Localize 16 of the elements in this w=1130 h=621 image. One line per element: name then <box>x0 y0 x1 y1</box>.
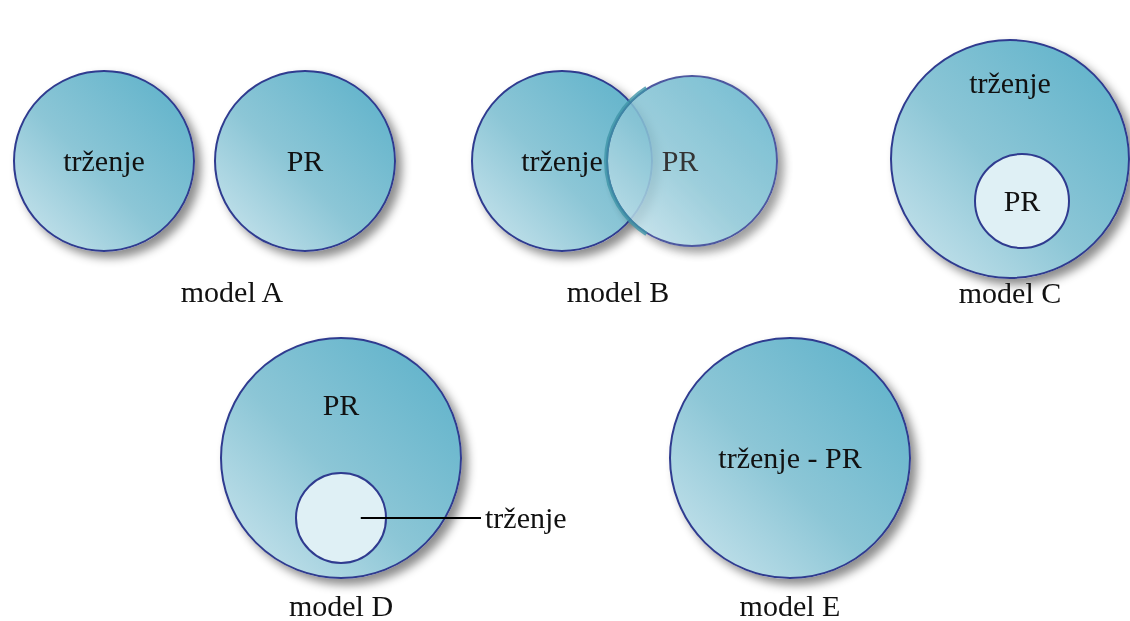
callout-text: trženje <box>485 503 567 533</box>
circle <box>606 75 778 247</box>
model-caption: model D <box>288 591 394 621</box>
model-caption: model E <box>739 591 841 621</box>
circle-label: PR <box>322 390 360 420</box>
circle-label: trženje <box>63 146 145 176</box>
circle-label: PR <box>1003 186 1041 216</box>
circle-label: PR <box>286 146 324 176</box>
circle-label: trženje <box>969 68 1051 98</box>
model-caption: model B <box>566 277 670 307</box>
model-caption: model C <box>958 278 1062 308</box>
model-caption: model A <box>180 277 284 307</box>
circle-label: PR <box>661 146 699 176</box>
circle-label: trženje <box>521 146 603 176</box>
circle-label: trženje - PR <box>718 443 862 473</box>
leader-line <box>359 517 482 519</box>
